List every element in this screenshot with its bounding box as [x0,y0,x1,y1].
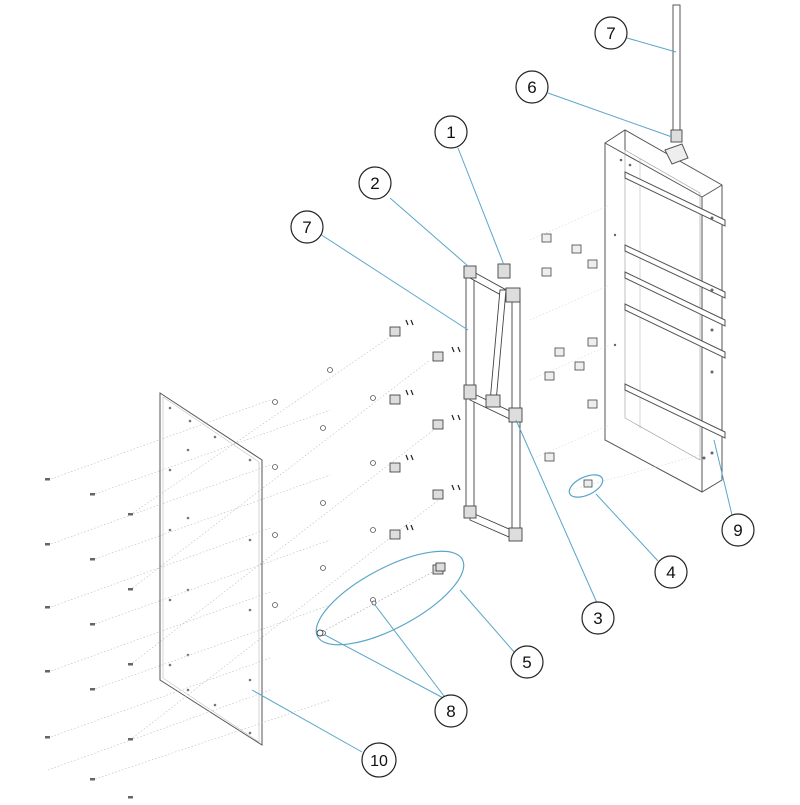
back-enclosure [604,129,726,493]
panel-screw-lines [47,329,446,781]
mounting-clips [541,233,598,488]
highlight-group-5 [315,550,465,646]
fitting-ticks [405,319,461,531]
vertical-pipe [670,4,683,143]
callout-1: 1 [434,115,468,149]
clip-guide-lines [529,204,701,491]
callout-7-top-label: 7 [606,24,615,43]
callout-9: 9 [721,513,755,547]
spacers [272,367,376,636]
fittings-column [389,326,444,575]
callout-5: 5 [510,645,544,679]
leader-lines [251,37,733,753]
callout-10-label: 10 [370,753,388,770]
callout-8-label: 8 [446,702,455,721]
callout-10: 10 [361,742,397,778]
callout-2-label: 2 [370,174,379,193]
highlight-group-4 [568,474,604,498]
callout-3: 3 [581,601,615,635]
enclosure-bolts [613,158,714,460]
panel-screws [45,478,133,799]
front-panel [159,392,263,746]
callout-6: 6 [515,70,549,104]
callout-6-label: 6 [527,78,536,97]
callout-7-frame: 7 [290,210,324,244]
callout-3-label: 3 [593,609,602,628]
callout-8: 8 [434,694,468,728]
callout-1-label: 1 [446,123,455,142]
callout-5-label: 5 [522,653,531,672]
callout-4: 4 [654,555,688,589]
callout-4-label: 4 [666,563,675,582]
callout-7-frame-label: 7 [302,218,311,237]
callout-7-top: 7 [594,16,628,50]
callout-2: 2 [358,166,392,200]
callout-9-label: 9 [733,521,742,540]
pipe-frame [463,263,523,542]
